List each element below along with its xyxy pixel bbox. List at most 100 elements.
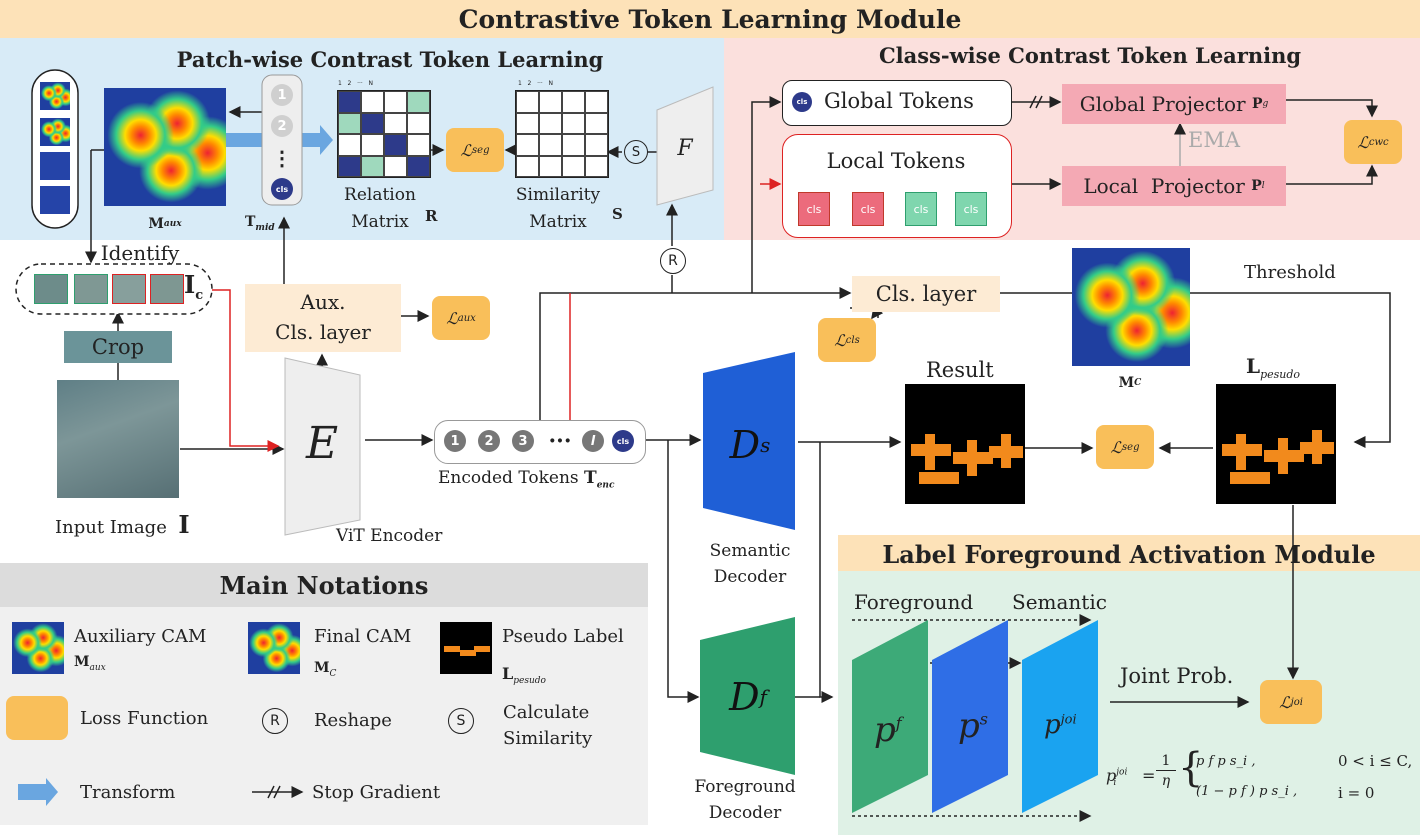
semantic-decoder-label-2: Decoder [713,567,787,587]
aux-cls-label-1: Aux. [300,290,346,314]
local-cls-4: cls [955,192,987,226]
encoded-tokens-label: Encoded Tokens Tenc [438,468,615,491]
legend-aux-cam-label: Auxiliary CAM [74,626,207,647]
local-tokens-label: Local Tokens [826,149,966,173]
notation-title: Main Notations [219,570,429,600]
enc-token-l: l [582,430,604,452]
eq-case-1: p f p s_i , [1196,754,1256,769]
enc-token-3: 3 [512,430,534,452]
joint-prob-label: Joint Prob. [1120,664,1234,688]
input-image [57,380,179,498]
result-image [905,384,1025,504]
foreground-decoder-label-2: Decoder [708,803,782,823]
legend-final-cam-label: Final CAM [314,626,412,647]
f-label: F [677,135,693,161]
ic-crop-4 [150,274,184,304]
legend-calc-sim-1: Calculate [503,702,590,723]
local-projector [1062,166,1286,206]
crop-thumb-1 [40,82,70,110]
legend-s-circle: S [448,708,474,734]
ic-label: Ic [184,270,204,303]
tmid-token-1: 1 [271,84,293,106]
legend-r-circle: R [262,708,288,734]
tmid-label: Tmid [245,214,275,233]
legend-transform-label: Transform [80,782,176,803]
eq-lhs: pjoii [1106,766,1128,789]
tmid-dots: ⋮ [272,146,292,170]
foreground-decoder-label-1: Foreground [694,777,796,797]
aux-cls-label-2: Cls. layer [275,320,371,344]
title-bar [0,0,1420,38]
relation-matrix [337,90,431,178]
crop-thumb-2 [40,118,70,146]
similarity-label-2: Matrix [529,212,587,232]
crop-thumb-4 [40,186,70,214]
semantic-decoder-label-1: Semantic [709,541,791,561]
r-circle: R [660,248,686,274]
enc-token-cls: cls [612,430,634,452]
pf-label: pf [874,710,902,750]
similarity-label-1: Similarity [515,185,601,205]
cls-layer [852,276,1000,312]
s-circle: S [624,140,648,164]
main-title: Contrastive Token Learning Module [458,4,962,34]
tmid-token-2: 2 [271,115,293,137]
relation-label-1: Relation [344,185,416,205]
eq-equals: = [1142,766,1156,785]
eq-case-2: (1 − p f ) p s_i , [1196,784,1298,799]
relation-label-2: Matrix [351,212,409,232]
maux-cam-image [104,88,226,206]
tmid-token-cls: cls [271,178,293,200]
legend-final-cam-sym: MC [314,660,337,679]
lpseudo-image [1216,384,1336,504]
local-cls-2: cls [852,192,884,226]
eq-frac-den: η [1161,773,1171,789]
relation-header: 1 2 ··· N [338,80,374,87]
crop-thumb-3 [40,152,70,180]
ic-crop-2 [74,274,108,304]
input-image-label: Input Image I [55,510,190,539]
local-cls-1: cls [798,192,830,226]
semantic-label: Semantic [1012,590,1107,614]
legend-aux-cam-sym: Maux [74,654,106,673]
legend-final-cam-icon [248,622,300,674]
ic-crop-3 [112,274,146,304]
local-cls-3: cls [905,192,937,226]
cls-layer-label: Cls. layer [875,282,977,306]
lfam-title-bar [838,535,1420,571]
eq-cond-2: i = 0 [1338,784,1375,802]
legend-pseudo-label: Pseudo Label [502,626,624,647]
legend-aux-cam-icon [12,622,64,674]
eq-frac-num: 1 [1156,752,1176,771]
similarity-matrix [515,90,609,178]
identify-label: Identify [100,241,180,265]
encoded-tokens-box [434,420,646,464]
crop-box: Crop [64,331,172,363]
legend-loss-icon [6,696,68,740]
aux-cls-layer [245,284,401,352]
enc-token-dots: ··· [548,428,572,454]
global-cls-token: cls [792,92,812,112]
result-label: Result [926,358,994,382]
pjoi-label: pjoi [1044,710,1077,740]
global-tokens-box [782,80,1012,126]
global-tokens-label: Global Tokens [824,89,974,113]
ps-label: ps [958,706,988,746]
threshold-label: Threshold [1244,262,1336,283]
mc-cam-image [1072,248,1190,366]
foreground-label: Foreground [854,590,974,614]
legend-loss-label: Loss Function [80,708,209,729]
encoder-label: ViT Encoder [336,526,443,546]
